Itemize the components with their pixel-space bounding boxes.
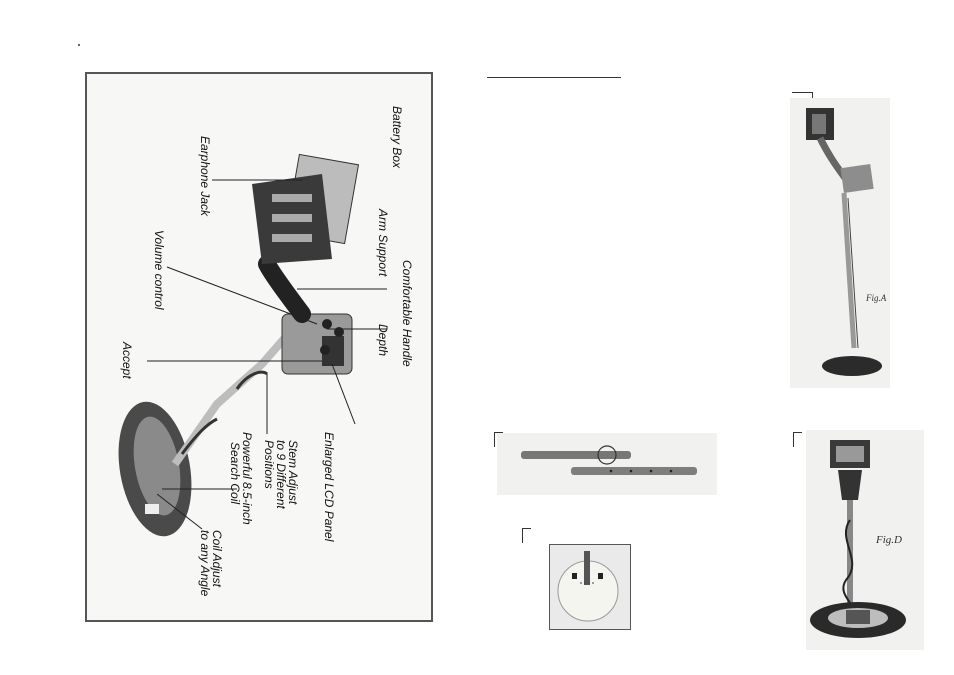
label-comfortable-handle: Comfortable Handle bbox=[400, 260, 414, 367]
label-coil-adjust-2: to any Angle bbox=[198, 530, 212, 597]
section-heading-rule bbox=[487, 77, 621, 78]
label-earphone-jack: Earphone Jack bbox=[198, 136, 212, 217]
fig-a-detector bbox=[806, 108, 882, 376]
fig-a-label: Fig.A bbox=[866, 293, 887, 303]
label-stem-adjust-3: Positions bbox=[262, 440, 276, 489]
fig-b-photo bbox=[497, 433, 717, 495]
fig-d-marker bbox=[793, 432, 802, 447]
label-search-coil-2: Search Coil bbox=[228, 442, 242, 505]
label-search-coil-1: Powerful 8.5-inch bbox=[240, 432, 254, 525]
fig-c-photo bbox=[549, 544, 631, 630]
detector-illustration bbox=[118, 153, 387, 537]
fig-b-marker bbox=[494, 432, 503, 447]
stray-mark bbox=[78, 44, 80, 46]
detector-diagram: Battery Box Earphone Jack Arm Support Vo… bbox=[85, 72, 433, 622]
fig-a-photo: Fig.A bbox=[790, 98, 890, 388]
fig-c-coil bbox=[557, 551, 619, 622]
label-enlarged-lcd: Enlarged LCD Panel bbox=[322, 432, 336, 542]
label-coil-adjust-1: Coil Adjust bbox=[210, 530, 224, 587]
label-stem-adjust-2: to 9 Different bbox=[274, 440, 288, 509]
fig-d-label: Fig.D bbox=[876, 534, 902, 546]
label-arm-support: Arm Support bbox=[376, 209, 390, 277]
label-volume-control: Volume control bbox=[152, 230, 166, 310]
fig-d-detector bbox=[810, 440, 906, 638]
label-stem-adjust-1: Stem Adjust bbox=[286, 440, 300, 505]
fig-d-photo: Fig.D bbox=[806, 430, 924, 650]
fig-b-stems bbox=[521, 445, 697, 475]
fig-c-marker bbox=[522, 528, 531, 543]
label-depth: Depth bbox=[376, 324, 390, 357]
label-battery-box: Battery Box bbox=[390, 106, 404, 169]
label-accept: Accept bbox=[120, 342, 134, 379]
